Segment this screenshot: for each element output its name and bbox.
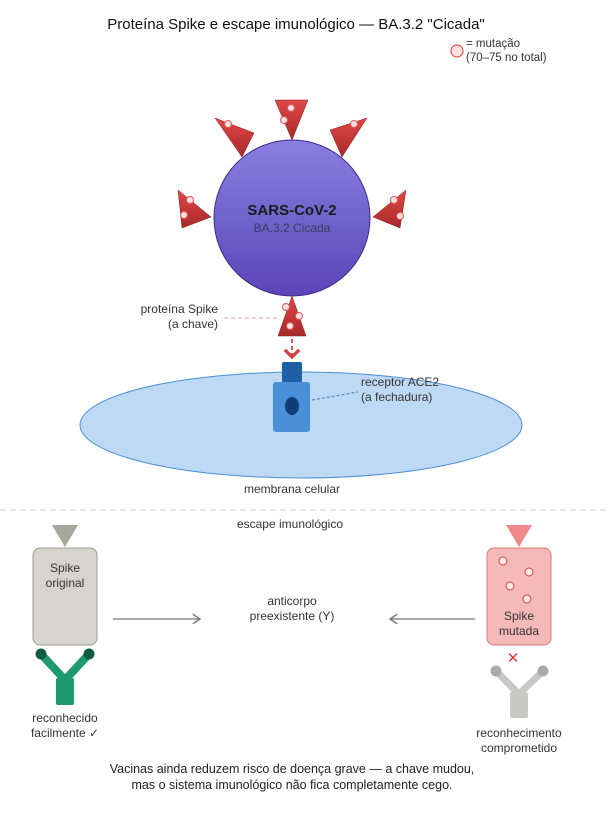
mutated-spike-label-1: Spike [504, 609, 534, 623]
spike-key [277, 295, 307, 337]
mutation-marker [498, 556, 508, 566]
footer-line-1: Vacinas ainda reduzem risco de doença gr… [110, 762, 475, 776]
right-panel: Spike mutada ✕ reconhecimento comprometi… [476, 525, 562, 755]
blocked-x-icon: ✕ [507, 650, 520, 667]
spike-upper-left [214, 117, 255, 158]
mutation-marker [287, 104, 295, 112]
virus-name: SARS-CoV-2 [247, 202, 336, 219]
ace2-receptor [273, 362, 310, 432]
mutation-marker [522, 594, 532, 604]
left-caption-line-1: reconhecido [32, 711, 98, 725]
original-spike-label-2: original [46, 576, 85, 590]
mutated-spike-box [486, 547, 552, 646]
virus-variant: BA.3.2 Cicada [254, 221, 331, 235]
receptor-pocket [285, 397, 299, 415]
mutation-marker [186, 196, 194, 204]
spike-label-line-1: proteína Spike [141, 302, 219, 316]
mutation-marker [280, 116, 288, 124]
mutation-marker [282, 303, 290, 311]
mutation-marker [350, 120, 358, 128]
spike-top [274, 99, 309, 141]
left-panel: Spike original reconhecido facilmente ✓ [31, 525, 99, 740]
spike-label-line-2: (a chave) [168, 317, 218, 331]
receptor-head [282, 362, 302, 383]
spike-right [372, 189, 407, 229]
original-spike-label-1: Spike [50, 561, 80, 575]
antibody-bound-icon [35, 648, 95, 705]
receptor-label-line-2: (a fechadura) [361, 390, 432, 404]
original-spike-box [32, 547, 98, 646]
receptor-leader-line [311, 391, 359, 401]
right-caption-line-1: reconhecimento [476, 726, 562, 740]
right-caption-line-2: comprometido [481, 741, 557, 755]
legend: = mutação (70–75 no total) [450, 38, 547, 64]
mutation-marker [505, 581, 515, 591]
antibody-label-line-1: anticorpo [267, 594, 317, 608]
membrane-label: membrana celular [244, 482, 340, 496]
diagram-title: Proteína Spike e escape imunológico — BA… [107, 16, 485, 33]
left-caption-line-2: facilmente ✓ [31, 726, 99, 740]
mutation-marker [396, 212, 404, 220]
mutation-marker [295, 312, 303, 320]
mutation-marker [180, 211, 188, 219]
mutation-marker [286, 322, 294, 330]
spike-left [177, 189, 212, 229]
mutated-spike-tip [506, 525, 532, 547]
mutation-circle-icon [450, 44, 464, 58]
spike-upper-right [329, 117, 368, 158]
section-title: escape imunológico [237, 517, 343, 531]
mutation-marker [524, 567, 534, 577]
mutation-marker [390, 196, 398, 204]
virus-spikes [177, 99, 407, 229]
receptor-label-line-1: receptor ACE2 [361, 375, 439, 389]
footer-line-2: mas o sistema imunológico não fica compl… [132, 778, 453, 792]
antibody-label-line-2: preexistente (Y) [250, 609, 335, 623]
antibody-failed-icon [490, 665, 549, 718]
original-spike-tip [52, 525, 78, 547]
virus: SARS-CoV-2 BA.3.2 Cicada [213, 139, 371, 297]
mutation-marker [224, 120, 232, 128]
legend-line-1: = mutação [466, 38, 520, 50]
mutated-spike-label-2: mutada [499, 624, 539, 638]
legend-line-2: (70–75 no total) [466, 52, 547, 64]
